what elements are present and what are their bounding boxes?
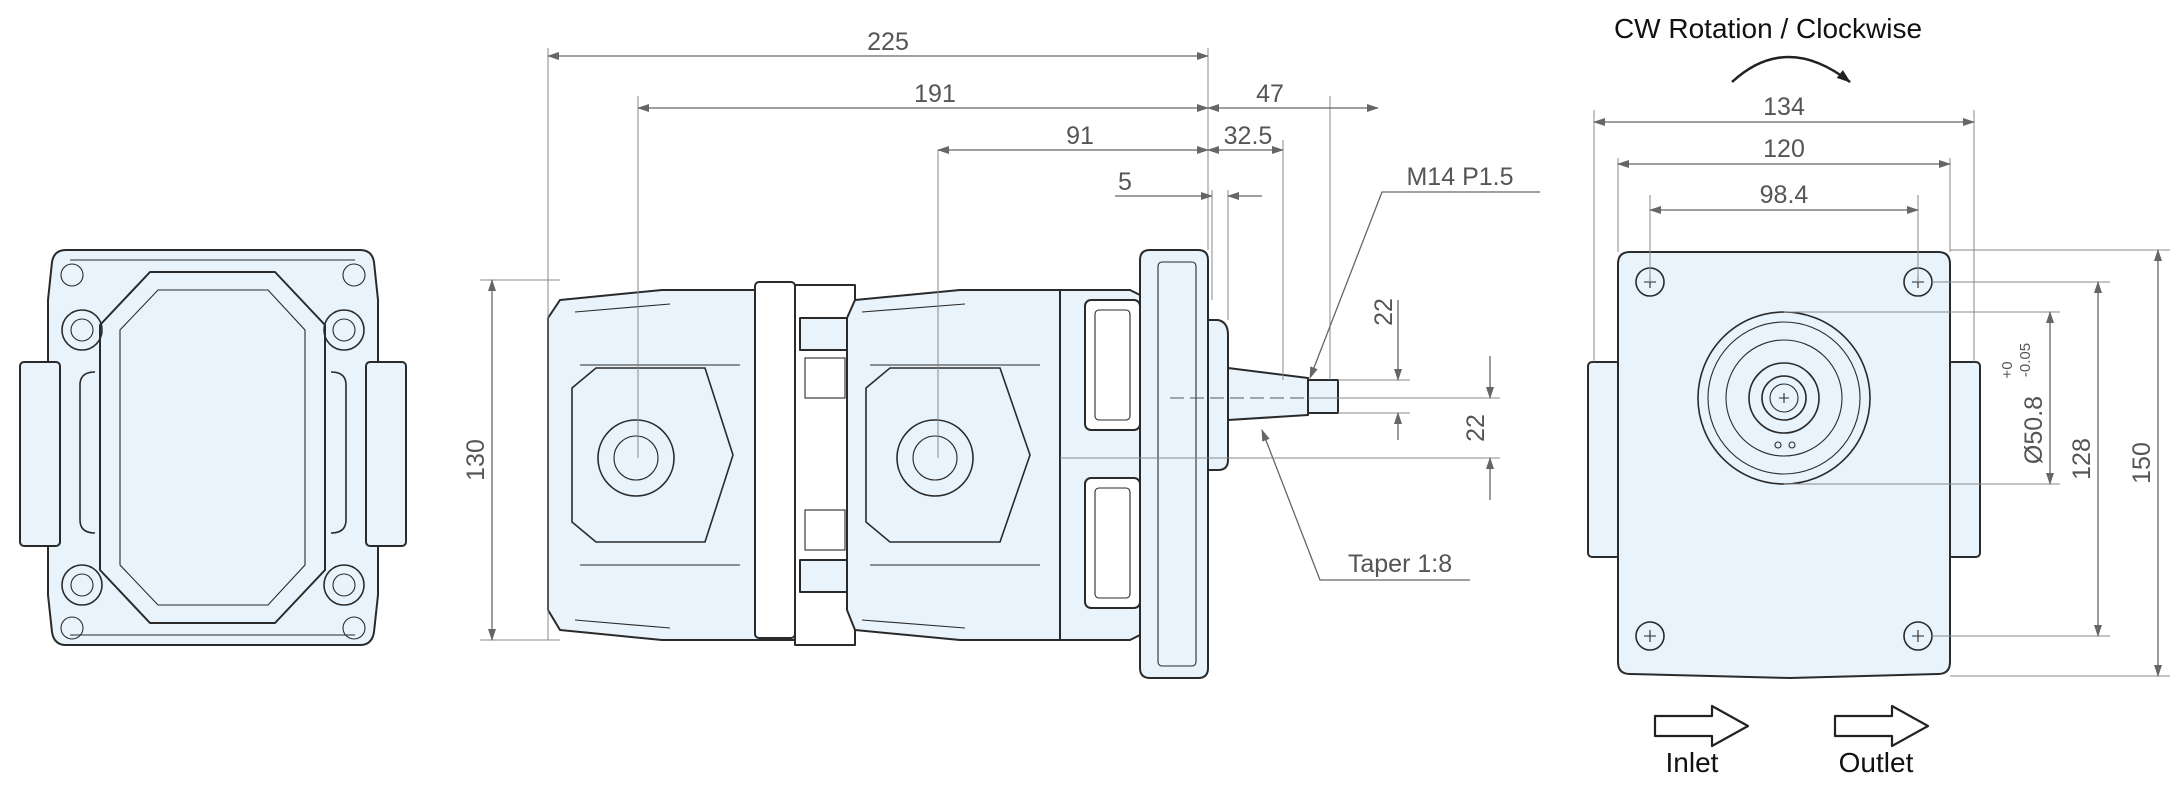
dim-225: 225 xyxy=(867,28,909,56)
front-view-bolt-hole-bl xyxy=(1635,621,1665,651)
side-view-dimensions: 225 191 47 91 32.5 5 M14 P1.5 Taper 1:8 … xyxy=(462,28,1540,641)
dim-91: 91 xyxy=(1066,122,1094,150)
top-view-port-left xyxy=(19,361,61,547)
dim-32-5: 32.5 xyxy=(1224,122,1273,150)
taper-callout: Taper 1:8 xyxy=(1348,550,1452,578)
front-view xyxy=(1587,251,1981,679)
top-view-bolt-tl xyxy=(61,309,103,351)
dim-tolerance-upper: +0 xyxy=(1999,361,2016,378)
rotation-label: CW Rotation / Clockwise xyxy=(1614,13,1922,44)
dim-120: 120 xyxy=(1763,135,1805,163)
dim-191: 191 xyxy=(914,80,956,108)
dim-tolerance-lower: -0.05 xyxy=(2017,343,2034,377)
side-view xyxy=(547,249,1339,679)
dim-22-lower: 22 xyxy=(1462,414,1490,442)
front-view-shaft-end xyxy=(1748,362,1820,434)
side-view-mount-flange xyxy=(1139,249,1209,679)
top-view-bolt-tr xyxy=(323,309,365,351)
dim-98-4: 98.4 xyxy=(1760,181,1809,209)
dim-47: 47 xyxy=(1256,80,1284,108)
thread-callout: M14 P1.5 xyxy=(1406,163,1513,191)
front-view-side-port-left xyxy=(1587,361,1621,558)
dim-128: 128 xyxy=(2068,438,2096,480)
dim-22-upper: 22 xyxy=(1370,298,1398,326)
outlet-label: Outlet xyxy=(1839,747,1914,778)
inlet-indicator: Inlet xyxy=(1653,704,1750,778)
front-view-side-port-right xyxy=(1947,361,1981,558)
outlet-indicator: Outlet xyxy=(1833,704,1930,778)
front-view-dimensions: 134 120 98.4 150 128 Ø50.8 +0 -0.05 xyxy=(1593,93,2170,677)
side-view-front-section xyxy=(846,289,1061,641)
rotation-indicator: CW Rotation / Clockwise xyxy=(1614,13,1922,83)
dim-130: 130 xyxy=(462,439,490,481)
inlet-label: Inlet xyxy=(1666,747,1719,778)
top-view xyxy=(19,249,407,646)
side-view-rear-port xyxy=(597,419,675,497)
side-view-shaft xyxy=(1227,367,1309,421)
rotation-arrow-icon xyxy=(1731,55,1851,83)
side-view-front-hex xyxy=(865,367,1031,543)
dim-pilot-diameter: Ø50.8 xyxy=(2020,396,2048,464)
inlet-arrow-icon xyxy=(1653,704,1750,748)
side-view-front-port xyxy=(896,419,974,497)
dim-150: 150 xyxy=(2128,442,2156,484)
top-view-bolt-bl xyxy=(61,564,103,606)
top-view-center-body xyxy=(99,271,326,624)
front-view-flange xyxy=(1617,251,1951,679)
side-view-shaft-thread xyxy=(1307,379,1339,414)
top-view-port-right xyxy=(365,361,407,547)
top-view-bolt-br xyxy=(323,564,365,606)
dim-5: 5 xyxy=(1118,168,1132,196)
outlet-arrow-icon xyxy=(1833,704,1930,748)
side-view-rear-hex xyxy=(571,367,734,543)
dim-134: 134 xyxy=(1763,93,1805,121)
